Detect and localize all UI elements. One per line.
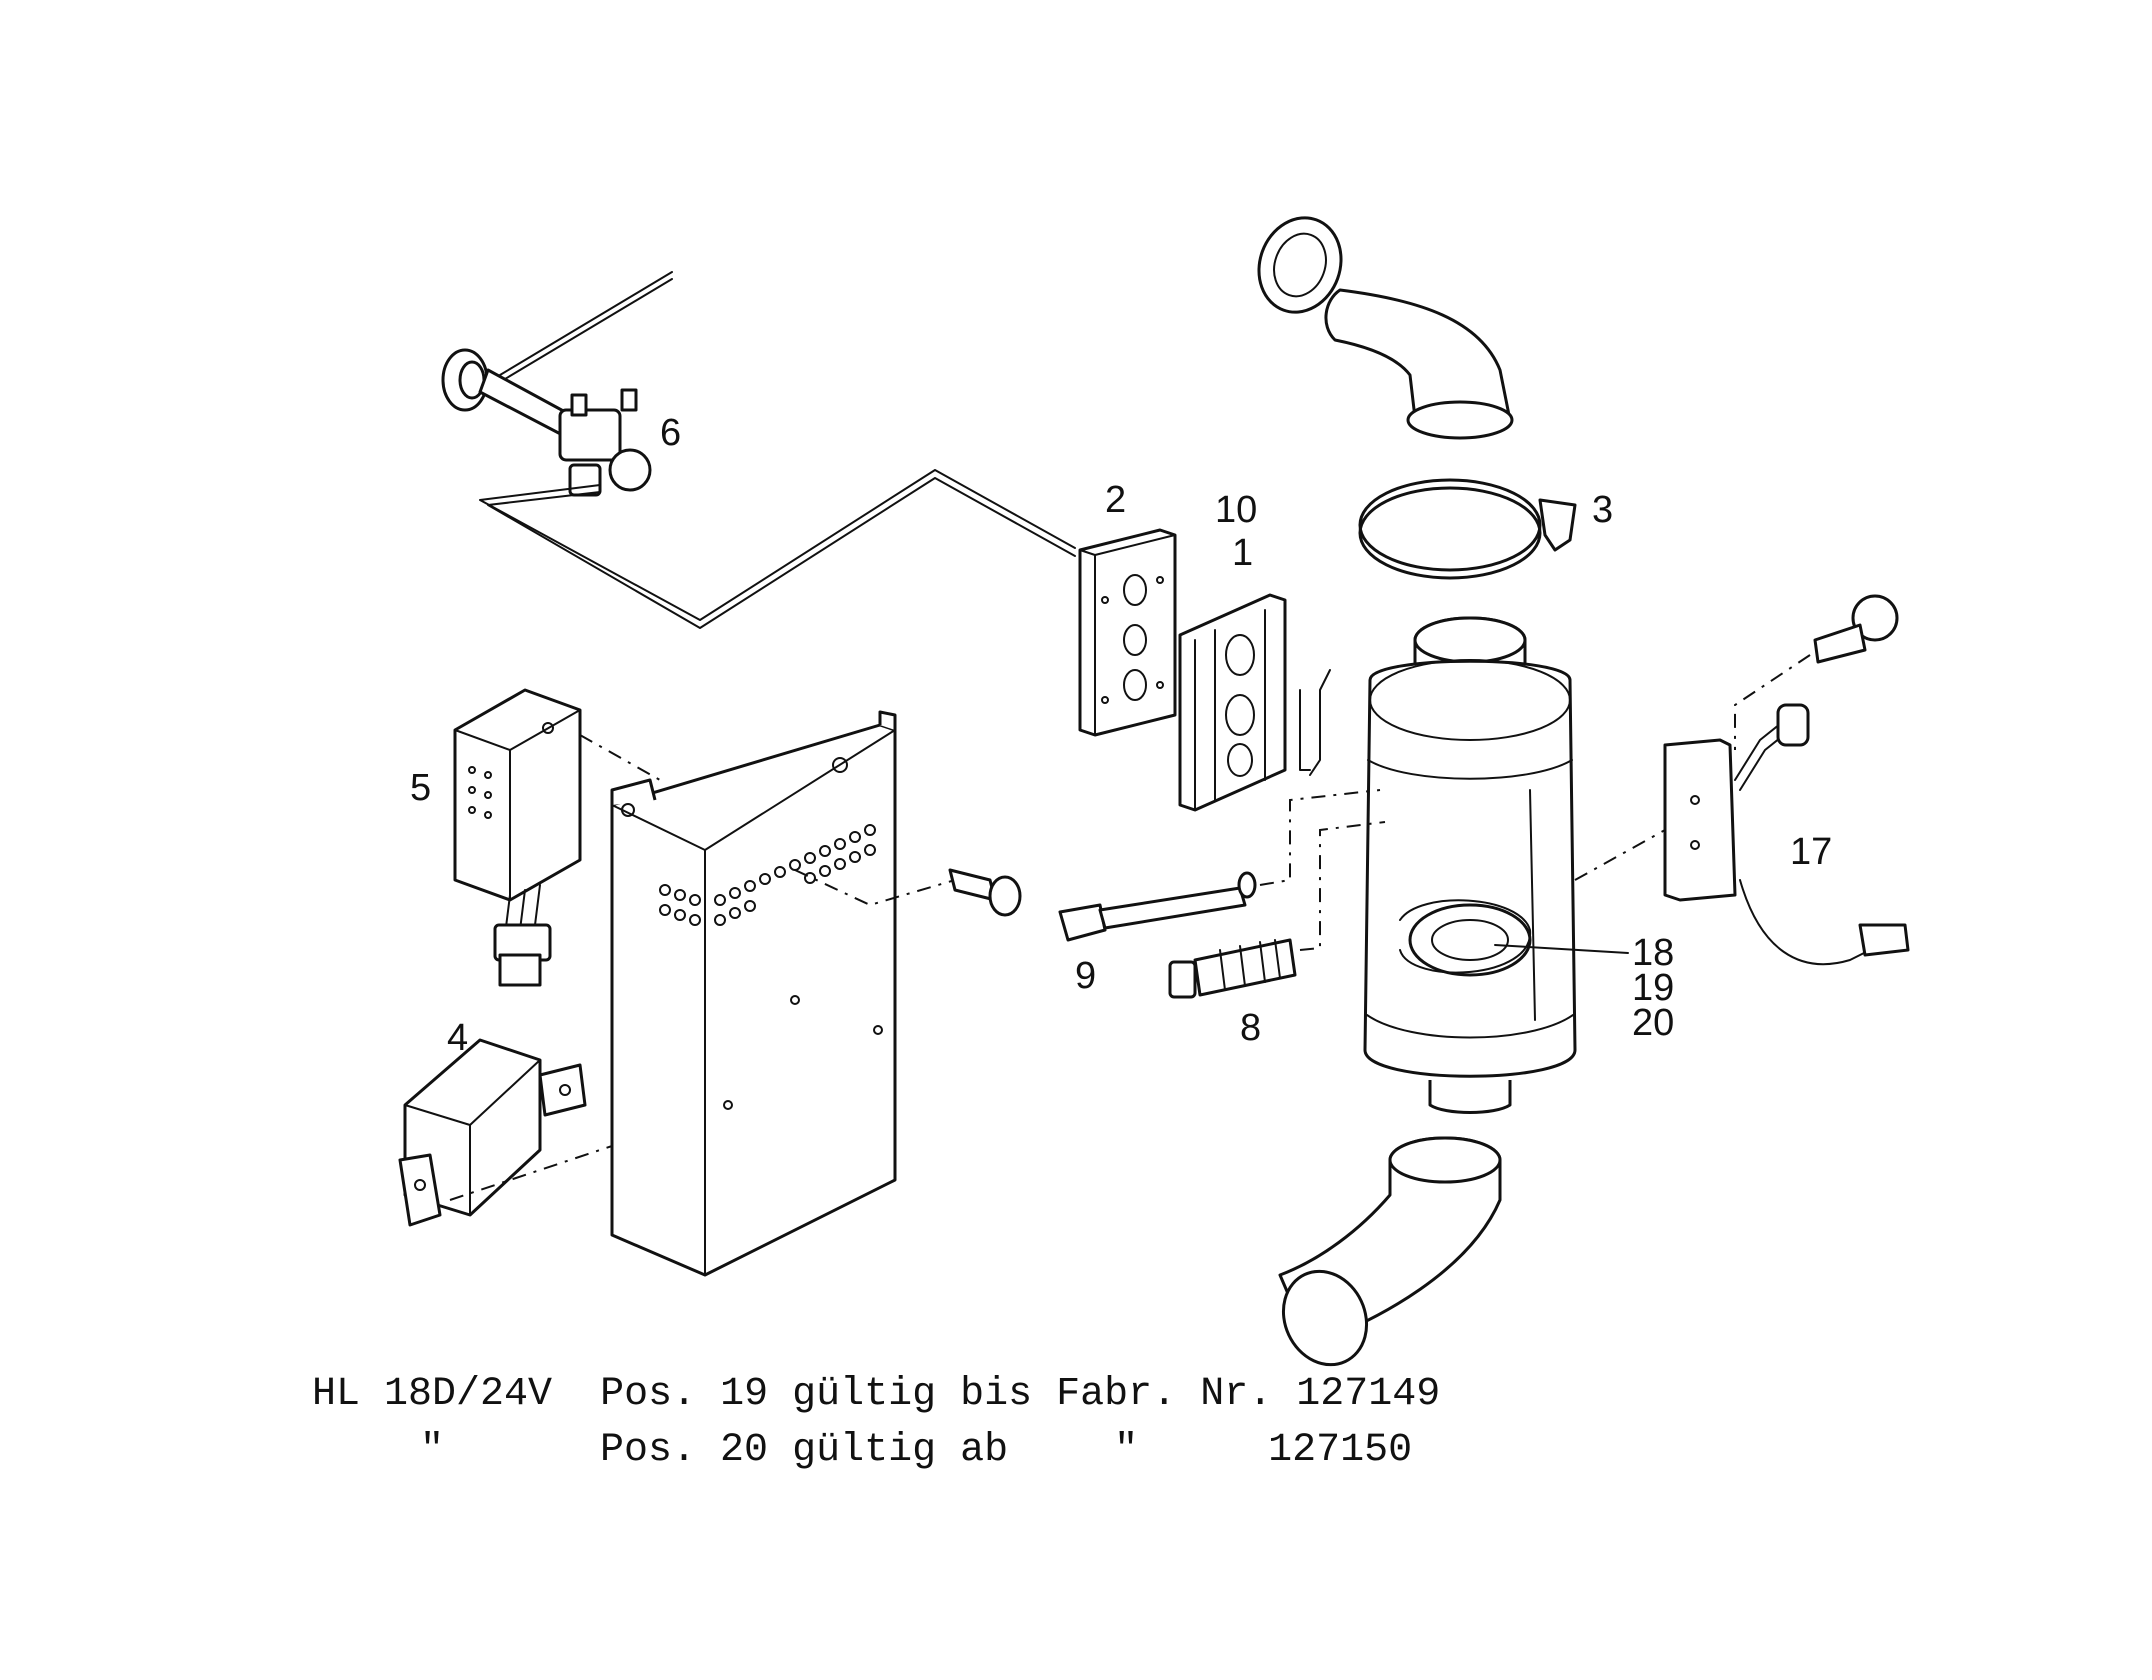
label-19: 19 xyxy=(1632,967,1674,1009)
note-2-model: " xyxy=(419,1428,444,1473)
note-2-number: 127150 xyxy=(1268,1428,1413,1473)
label-10: 10 xyxy=(1215,489,1257,531)
label-17: 17 xyxy=(1790,831,1832,873)
part-6-valve-assembly xyxy=(441,271,1076,629)
part-bottom-elbow xyxy=(1278,1136,1502,1367)
heat-exchanger-body xyxy=(1363,616,1577,1114)
note-1-label: Fabr. Nr. xyxy=(1056,1372,1273,1417)
note-2-pos: Pos. 20 xyxy=(600,1428,769,1473)
label-18: 18 xyxy=(1632,932,1674,974)
note-1-model: HL 18D/24V xyxy=(312,1372,553,1417)
part-5-control-unit xyxy=(453,688,661,987)
note-2-label: " xyxy=(1114,1428,1139,1473)
note-1-text: gültig bis xyxy=(792,1372,1033,1417)
screw xyxy=(948,868,1022,917)
part-4-control-box xyxy=(398,1038,616,1227)
label-20: 20 xyxy=(1632,1002,1674,1044)
label-2: 2 xyxy=(1105,479,1126,521)
note-line-1: HL 18D/24V Pos. 19 gültig bis Fabr. Nr. … xyxy=(312,1372,1440,1417)
label-5: 5 xyxy=(410,767,431,809)
part-2-gasket xyxy=(1078,528,1177,737)
housing-cover xyxy=(610,710,956,1277)
part-3-clamp xyxy=(1358,478,1577,580)
label-9: 9 xyxy=(1075,955,1096,997)
note-line-2: " Pos. 20 gültig ab " 127150 xyxy=(312,1428,1412,1473)
label-8: 8 xyxy=(1240,1007,1261,1049)
part-9-sensor xyxy=(1058,789,1381,942)
part-8-threaded-sensor xyxy=(1168,821,1386,999)
note-2-text: gültig ab xyxy=(792,1428,1009,1473)
part-1-burner-insert xyxy=(1178,593,1331,812)
note-1-pos: Pos. 19 xyxy=(600,1372,769,1417)
part-17-bracket xyxy=(1574,594,1910,966)
leader-18 xyxy=(1494,944,1629,954)
label-4: 4 xyxy=(447,1017,468,1059)
label-3: 3 xyxy=(1592,489,1613,531)
part-top-seal-and-elbow xyxy=(1257,216,1514,440)
note-1-number: 127149 xyxy=(1296,1372,1441,1417)
label-1: 1 xyxy=(1232,532,1253,574)
label-6: 6 xyxy=(660,412,681,454)
vent-holes xyxy=(659,824,876,926)
